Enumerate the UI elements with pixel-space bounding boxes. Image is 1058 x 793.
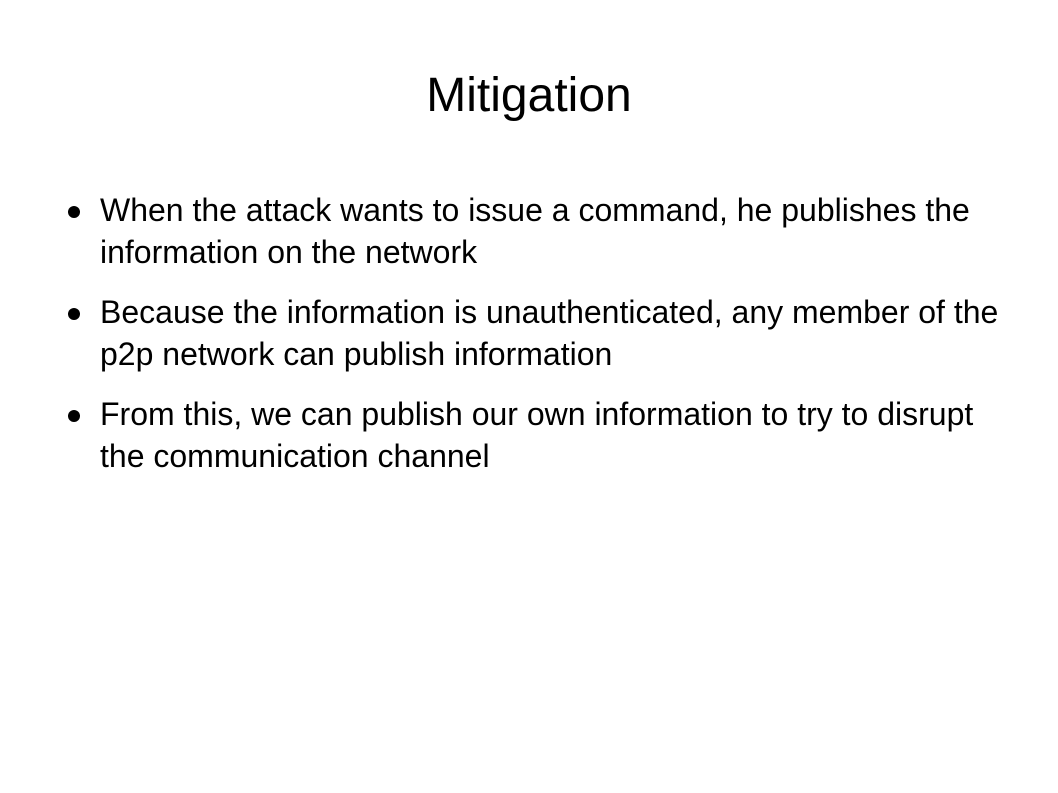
bullet-text: When the attack wants to issue a command… [100,192,970,270]
bullet-text: From this, we can publish our own inform… [100,396,974,474]
bullet-icon [68,308,80,320]
bullet-text: Because the information is unauthenticat… [100,294,999,372]
bullet-list: When the attack wants to issue a command… [60,189,1010,495]
bullet-icon [68,410,80,422]
bullet-item: From this, we can publish our own inform… [60,393,1010,477]
bullet-icon [68,206,80,218]
slide-title: Mitigation [426,69,632,122]
bullet-item: When the attack wants to issue a command… [60,189,1010,273]
bullet-item: Because the information is unauthenticat… [60,291,1010,375]
